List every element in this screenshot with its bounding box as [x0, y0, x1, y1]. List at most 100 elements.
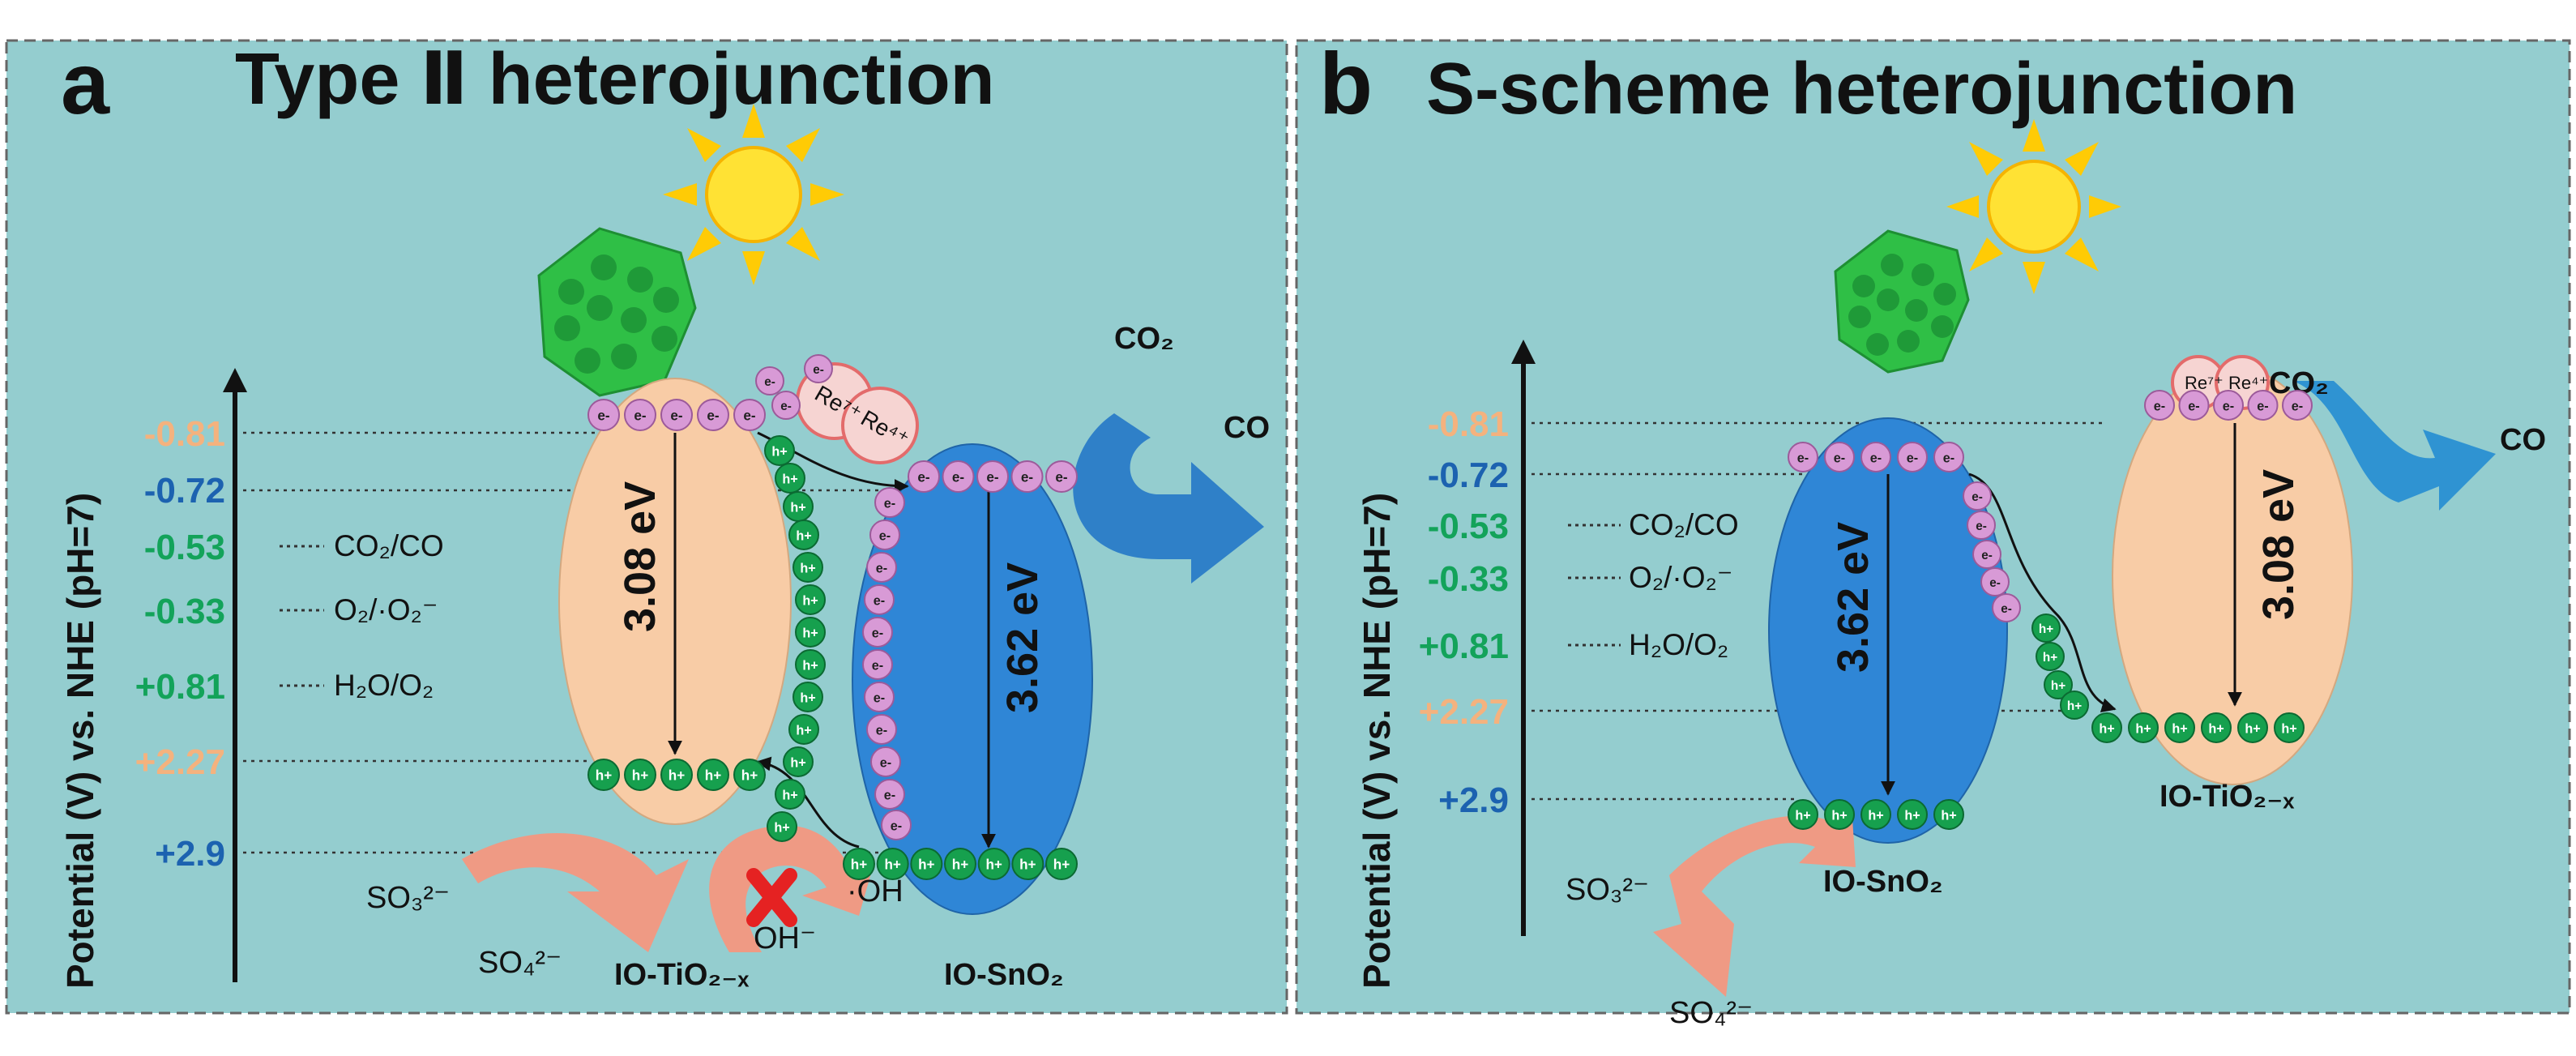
re7-label: Re⁷⁺ — [2185, 373, 2224, 393]
electron: e- — [1967, 511, 1996, 540]
hole: h+ — [2060, 690, 2089, 720]
hole: h+ — [795, 584, 826, 615]
electron-symbol: e- — [880, 755, 891, 770]
hole: h+ — [2201, 712, 2232, 743]
hole-symbol: h+ — [985, 857, 1002, 873]
hole: h+ — [1933, 799, 1964, 830]
co2-reduction-arrow — [2293, 381, 2496, 511]
potential-value: +2.9 — [1438, 780, 1509, 820]
hole: h+ — [792, 682, 823, 712]
electron-symbol: e- — [1972, 490, 1983, 504]
hole: h+ — [2128, 712, 2159, 743]
hole-symbol: h+ — [884, 857, 900, 873]
hole: h+ — [1824, 799, 1855, 830]
hole: h+ — [783, 491, 814, 522]
hole: h+ — [795, 617, 826, 648]
electron-symbol: e- — [2154, 399, 2165, 413]
electron: e- — [755, 366, 784, 395]
electron-symbol: e- — [780, 400, 792, 413]
electron: e- — [870, 746, 901, 777]
electron: e- — [1980, 567, 2010, 596]
so4-label: SO₄²⁻ — [1669, 996, 1753, 1030]
hole-symbol: h+ — [741, 768, 758, 784]
hole: h+ — [733, 759, 766, 791]
electron-symbol: e- — [874, 593, 885, 608]
hole-symbol: h+ — [1904, 808, 1920, 823]
potential-value: -0.72 — [1428, 455, 1509, 495]
panel-a-title: Type Ⅱ heterojunction — [235, 39, 995, 120]
hole-symbol: h+ — [851, 857, 867, 873]
hole-symbol: h+ — [802, 626, 818, 640]
electron: e- — [697, 399, 729, 431]
hole-symbol: h+ — [782, 472, 797, 486]
tio2-label: IO-TiO₂₋ₓ — [614, 958, 749, 992]
hole-symbol: h+ — [2099, 721, 2114, 736]
hole-symbol: h+ — [782, 788, 797, 802]
couple-o2-superoxide: O₂/·O₂⁻ — [334, 593, 438, 626]
potential-value: -0.81 — [1428, 404, 1509, 444]
hole: h+ — [2274, 712, 2305, 743]
electron: e- — [2178, 390, 2210, 421]
panel-a-letter: a — [61, 34, 110, 132]
hole: h+ — [1897, 799, 1928, 830]
electron: e- — [869, 519, 900, 550]
couple-h2o-o2: H₂O/O₂ — [1629, 628, 1728, 661]
electron-symbol: e- — [1870, 451, 1882, 465]
electron-symbol: e- — [597, 408, 610, 424]
potential-value: -0.33 — [1428, 559, 1509, 599]
electron-symbol: e- — [872, 626, 883, 640]
hole: h+ — [1045, 848, 1078, 880]
redox-couples: CO₂/CO O₂/·O₂⁻ H₂O/O₂ — [1568, 508, 1739, 661]
electron: e- — [864, 682, 895, 712]
electron-symbol: e- — [876, 561, 887, 575]
electron-symbol: e- — [707, 408, 720, 424]
co2-reduction-arrow — [1073, 413, 1264, 584]
hole-symbol: h+ — [952, 857, 968, 873]
hole-symbol: h+ — [1019, 857, 1036, 873]
so3-label: SO₃²⁻ — [1566, 873, 1649, 907]
electron: e- — [1045, 460, 1078, 493]
oh-radical-label: ·OH — [847, 874, 904, 909]
hole-symbol: h+ — [669, 768, 685, 784]
hole-symbol: h+ — [2172, 721, 2187, 736]
electron-symbol: e- — [1943, 451, 1954, 465]
electron-symbol: e- — [1976, 519, 1987, 533]
electron-symbol: e- — [1981, 549, 1993, 562]
hole: h+ — [624, 759, 656, 791]
couple-h2o-o2: H₂O/O₂ — [334, 669, 434, 702]
electron-symbol: e- — [986, 470, 999, 485]
hole-symbol: h+ — [2039, 622, 2053, 636]
potential-value: -0.53 — [144, 528, 225, 567]
electron: e- — [1897, 442, 1928, 472]
electron: e- — [908, 460, 940, 493]
hole-symbol: h+ — [774, 820, 789, 835]
tio2-label: IO-TiO₂₋ₓ — [2159, 780, 2294, 814]
hole: h+ — [1011, 848, 1044, 880]
hole-symbol: h+ — [802, 593, 818, 608]
hole-symbol: h+ — [1795, 808, 1810, 823]
so3-label: SO₃²⁻ — [366, 881, 450, 915]
electron-symbol: e- — [1021, 470, 1034, 485]
co2-label: CO₂ — [1114, 322, 1174, 356]
couple-co2-co: CO₂/CO — [334, 529, 444, 562]
electron: e- — [804, 354, 833, 383]
sun-icon — [1946, 119, 2121, 294]
sun-icon — [663, 104, 844, 285]
potential-value: +2.9 — [155, 834, 225, 874]
hole: h+ — [944, 848, 976, 880]
potential-value: +2.27 — [1419, 692, 1509, 732]
hole: h+ — [795, 649, 826, 680]
electron-symbol: e- — [813, 363, 824, 377]
potential-value: +2.27 — [135, 742, 225, 782]
electron: e- — [660, 399, 693, 431]
hydroxyl-oxidation-arrow — [709, 825, 875, 952]
electron: e- — [2213, 390, 2244, 421]
potential-value: -0.53 — [1428, 507, 1509, 546]
electron: e- — [942, 460, 975, 493]
hole: h+ — [587, 759, 620, 791]
electron-symbol: e- — [634, 408, 647, 424]
electron-symbol: e- — [2223, 399, 2234, 413]
electron: e- — [2144, 390, 2175, 421]
electron-symbol: e- — [952, 470, 965, 485]
